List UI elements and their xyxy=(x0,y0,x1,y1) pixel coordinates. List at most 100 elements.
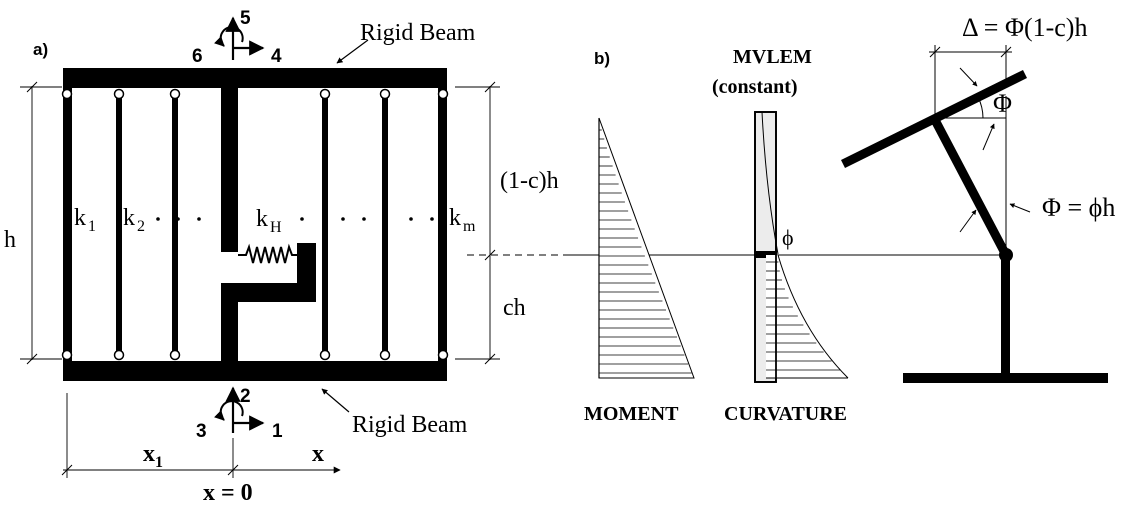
dof-5-label: 5 xyxy=(240,8,251,29)
x-axis-origin-tick xyxy=(227,464,239,476)
vertical-spring-2 xyxy=(116,94,122,356)
mvlem-center-band xyxy=(755,251,776,258)
central-upper-stem xyxy=(221,88,238,252)
rotation-phi-equation: Φ = ϕh xyxy=(1042,193,1115,222)
x-axis-label: x xyxy=(312,441,324,467)
dot xyxy=(197,217,201,221)
dot xyxy=(409,217,413,221)
dof-6-label: 6 xyxy=(192,46,203,67)
cantilever-base xyxy=(903,373,1108,383)
shear-bracket-post xyxy=(297,243,316,302)
upper-height-label: (1-c)h xyxy=(500,168,559,194)
beam-rotation-arrow-bottom xyxy=(982,123,995,151)
dot xyxy=(362,217,366,221)
hinge-top-3 xyxy=(169,88,181,100)
top-beam-label: Rigid Beam xyxy=(360,20,476,46)
rotation-phi-label: Φ xyxy=(993,89,1012,118)
dof-top: 5 6 4 xyxy=(192,8,282,67)
moment-diagram-fill xyxy=(598,117,695,379)
origin-label: x = 0 xyxy=(203,480,253,506)
delta-tick-right xyxy=(1000,46,1012,58)
shear-spring-assembly xyxy=(221,88,316,361)
right-outer-column xyxy=(438,88,447,361)
beam-rotation-arrow-top xyxy=(959,67,978,87)
bottom-beam-label: Rigid Beam xyxy=(352,412,468,438)
delta-tick-left xyxy=(929,46,941,58)
mvlem-subtitle: (constant) xyxy=(712,76,798,98)
hinge-top-2 xyxy=(113,88,125,100)
dof-bottom: 2 3 1 xyxy=(196,386,283,442)
moment-hatching xyxy=(599,129,692,374)
x-axis-left-tick xyxy=(61,464,73,476)
hinge-top-4 xyxy=(319,88,331,100)
hinge-bottom-3 xyxy=(169,349,181,361)
dot xyxy=(176,217,180,221)
hinge-top-6 xyxy=(437,88,449,100)
dof-6-rotation-arrow xyxy=(214,26,244,47)
vertical-spring-5 xyxy=(382,94,388,356)
cantilever-column xyxy=(1001,257,1010,374)
deformed-cantilever: Δ = Φ(1-c)h Φ Φ = ϕh xyxy=(841,13,1115,383)
spring-ellipsis-dots xyxy=(156,217,434,221)
hinge-bottom-5 xyxy=(379,349,391,361)
dot xyxy=(300,217,304,221)
dot xyxy=(156,217,160,221)
panel-a: a) xyxy=(4,8,1000,506)
hinge-bottom-6 xyxy=(437,349,449,361)
left-outer-column xyxy=(63,88,72,361)
right-tick-mid xyxy=(484,249,496,261)
spring-hinges xyxy=(61,88,449,361)
horizontal-spring-kh xyxy=(238,243,297,264)
hinge-top-5 xyxy=(379,88,391,100)
dof-2-label: 2 xyxy=(240,386,251,407)
hinge-bottom-1 xyxy=(61,349,73,361)
column-rotation-arrow-left xyxy=(959,209,977,233)
shear-bracket-arm xyxy=(221,283,316,302)
curvature-lower-fill xyxy=(766,255,848,378)
vertical-springs xyxy=(116,94,388,356)
column-rotation-arrow-right xyxy=(1009,203,1031,213)
beam-rotation-arc xyxy=(977,96,984,119)
curvature-phi-label: ϕ xyxy=(782,225,794,250)
vertical-spring-3 xyxy=(172,94,178,356)
curvature-lower-curve xyxy=(777,254,849,379)
right-tick-bottom xyxy=(484,353,496,365)
delta-equation: Δ = Φ(1-c)h xyxy=(962,13,1087,42)
height-label: h xyxy=(4,227,16,253)
mvlem-column-outline xyxy=(754,111,777,383)
bottom-beam-leader xyxy=(321,388,350,413)
rotated-beam xyxy=(841,69,1027,169)
top-rigid-beam xyxy=(63,68,447,88)
bottom-rigid-beam xyxy=(63,361,447,381)
hinge-bottom-4 xyxy=(319,349,331,361)
dof-4-label: 4 xyxy=(271,46,282,67)
panel-b: b) MOMENT MVLEM (constant) ϕ CURVATURE xyxy=(584,13,1115,425)
dof-3-label: 3 xyxy=(196,421,207,442)
height-tick-bottom xyxy=(26,353,38,365)
x1-label: x1 xyxy=(143,441,163,471)
height-tick-top xyxy=(26,81,38,93)
vertical-spring-4 xyxy=(322,94,328,356)
hinge-bottom-2 xyxy=(113,349,125,361)
central-lower-stem xyxy=(221,300,238,361)
mvlem-title: MVLEM xyxy=(733,46,812,68)
curvature-label: CURVATURE xyxy=(724,403,847,425)
panel-a-label: a) xyxy=(33,40,48,59)
curvature-diagram: ϕ CURVATURE xyxy=(724,111,849,425)
panel-b-label: b) xyxy=(594,49,610,68)
right-tick-top xyxy=(484,81,496,93)
dot xyxy=(430,217,434,221)
top-beam-leader xyxy=(336,39,369,64)
rotated-column xyxy=(931,117,1010,258)
moment-diagram: MOMENT xyxy=(584,117,695,425)
dof-1-label: 1 xyxy=(272,421,283,442)
dof-3-rotation-arrow xyxy=(214,400,244,421)
hinge-top-1 xyxy=(61,88,73,100)
moment-label: MOMENT xyxy=(584,403,679,425)
lower-height-label: ch xyxy=(503,295,526,321)
